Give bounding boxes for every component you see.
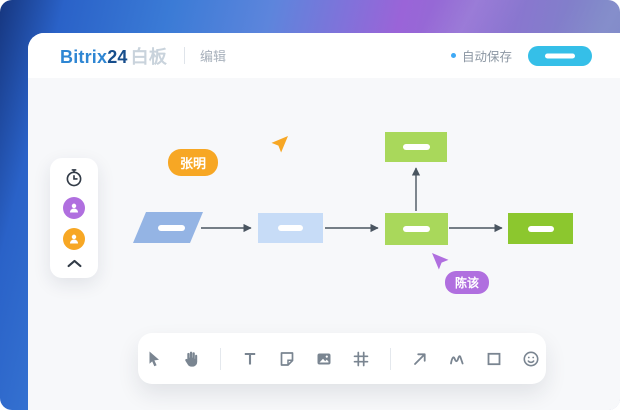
history-button[interactable] — [63, 167, 85, 189]
text-icon — [244, 352, 255, 364]
button-label-placeholder — [545, 53, 575, 58]
history-icon — [66, 168, 82, 186]
titlebar-divider — [184, 47, 186, 64]
menu-edit[interactable]: 编辑 — [200, 49, 227, 64]
toolbar-divider — [389, 347, 391, 370]
user-icon — [69, 234, 79, 244]
flow-node-step1[interactable] — [258, 213, 323, 243]
logo-product-name: 白板 — [130, 46, 168, 67]
arrow-tool-button[interactable] — [410, 349, 430, 369]
text-placeholder — [528, 226, 554, 232]
collaborator-cursor-orange-icon — [271, 136, 288, 153]
user-icon — [69, 203, 79, 213]
collaborator-name-tag: 陈该 — [445, 271, 490, 294]
share-button[interactable] — [528, 45, 592, 66]
pen-scribble-icon — [449, 354, 463, 364]
image-tool-button[interactable] — [314, 349, 334, 369]
sticky-note-icon — [280, 351, 293, 366]
toolbar-divider — [219, 347, 221, 370]
arrow-icon — [413, 352, 426, 365]
frame-tool-button[interactable] — [351, 349, 371, 369]
select-tool-button[interactable] — [144, 349, 164, 369]
flow-node-end[interactable] — [508, 213, 573, 244]
hand-icon — [184, 351, 197, 367]
text-placeholder — [403, 226, 430, 232]
flow-node-branch-top[interactable] — [385, 132, 447, 162]
autosave-status-dot — [450, 53, 456, 58]
square-shape-icon — [487, 352, 500, 365]
left-side-panel — [50, 158, 98, 278]
text-placeholder — [278, 225, 303, 231]
logo-brand: Bitrix — [60, 46, 108, 67]
autosave-label: 自动保存 — [461, 50, 512, 64]
collapse-panel-button[interactable] — [66, 258, 83, 269]
bitrix24-logo: Bitrix 24 白板 — [60, 43, 167, 69]
chevron-up-icon — [67, 260, 81, 268]
hand-tool-button[interactable] — [181, 349, 201, 369]
logo-brand-suffix: 24 — [107, 46, 128, 67]
bottom-toolbar — [138, 333, 546, 384]
titlebar-right: 自动保存 — [450, 45, 592, 66]
frame-icon — [353, 351, 368, 366]
collaborator-avatar-purple[interactable] — [63, 197, 85, 220]
text-placeholder — [158, 225, 185, 231]
emoji-tool-button[interactable] — [521, 349, 541, 369]
cursor-select-icon — [149, 351, 159, 366]
sticky-note-tool-button[interactable] — [277, 349, 297, 369]
pen-tool-button[interactable] — [447, 349, 467, 369]
flow-node-step2[interactable] — [385, 213, 448, 245]
text-placeholder — [403, 144, 430, 150]
titlebar: Bitrix 24 白板 编辑 自动保存 — [28, 33, 620, 79]
collaborator-name-tag: 张明 — [168, 149, 219, 176]
collaborator-cursor-purple-icon — [432, 253, 449, 270]
shape-tool-button[interactable] — [484, 349, 504, 369]
collaborator-avatar-orange[interactable] — [63, 227, 85, 250]
text-tool-button[interactable] — [240, 349, 260, 369]
image-icon — [317, 353, 330, 364]
smiley-icon — [523, 351, 538, 366]
flow-node-start[interactable] — [133, 212, 203, 243]
